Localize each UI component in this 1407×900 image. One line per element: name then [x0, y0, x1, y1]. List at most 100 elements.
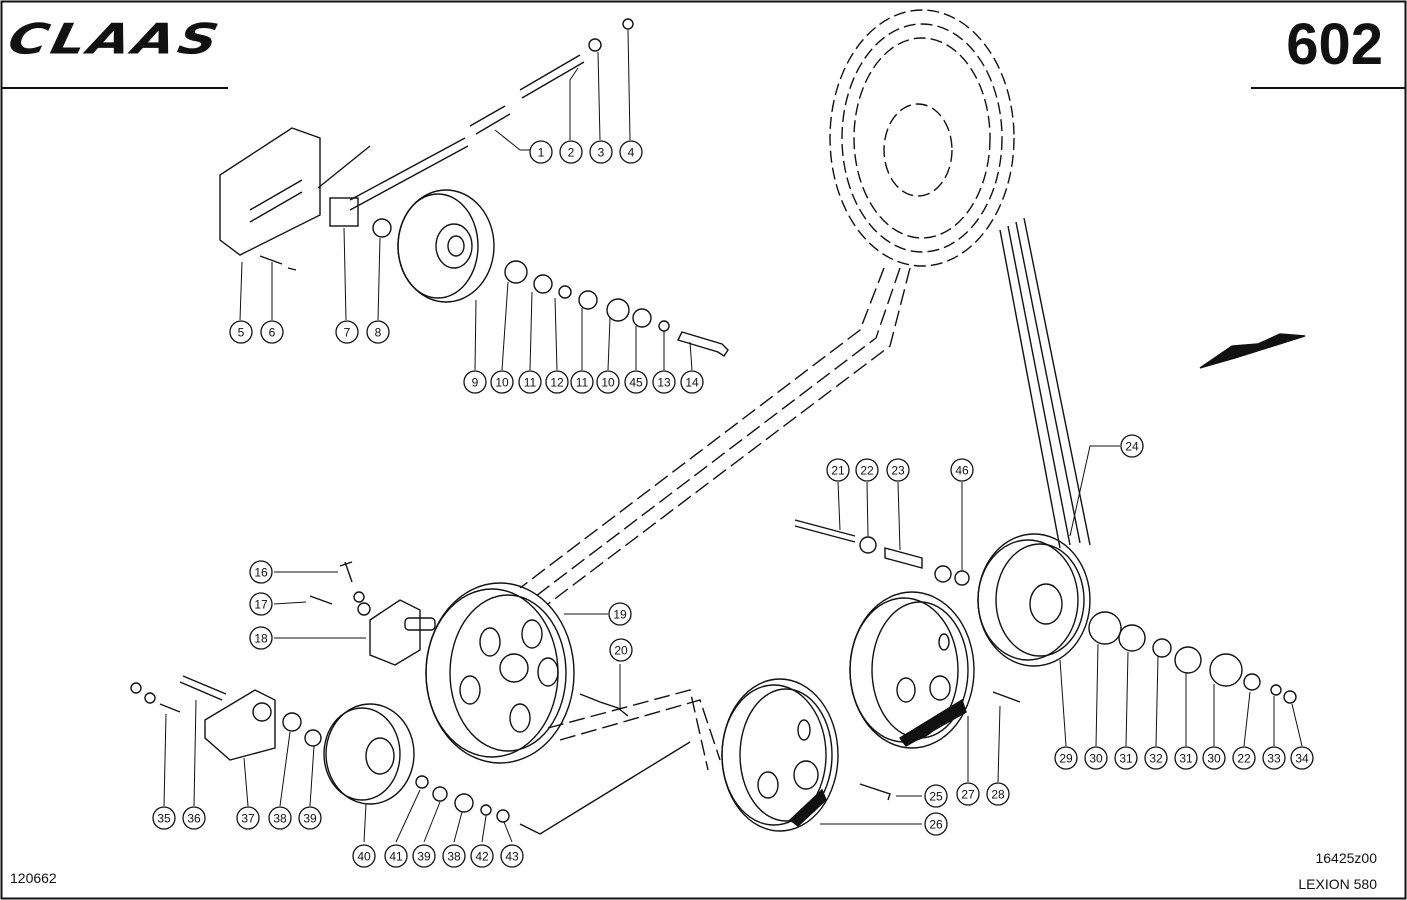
callout-label: 35 [157, 812, 171, 826]
callout-circle [236, 806, 260, 830]
callout-label: 1 [538, 146, 545, 160]
callout-circle [596, 370, 620, 394]
callout-label: 6 [269, 326, 276, 340]
callout-label: 33 [1267, 752, 1281, 766]
callout-label: 41 [389, 850, 403, 864]
callout-13: 13 [652, 370, 676, 394]
callout-label: 21 [831, 464, 845, 478]
callout-label: 24 [1125, 440, 1139, 454]
header-rule-left [2, 87, 228, 89]
callout-label: 39 [417, 850, 431, 864]
callout-label: 17 [254, 598, 268, 612]
idler-pulley-9 [397, 189, 495, 303]
callout-circle [855, 458, 879, 482]
callout-circle [412, 844, 436, 868]
callout-16: 16 [249, 560, 273, 584]
model-name: LEXION 580 [1298, 876, 1377, 892]
callout-circle [500, 844, 524, 868]
pulley-27 [849, 591, 975, 749]
callout-label: 3 [598, 146, 605, 160]
callout-label: 28 [991, 788, 1005, 802]
callout-36: 36 [182, 806, 206, 830]
spring-2 [519, 54, 585, 99]
callout-46: 46 [950, 458, 974, 482]
callout-label: 20 [614, 644, 628, 658]
callout-label: 16 [254, 566, 268, 580]
callout-circle [470, 844, 494, 868]
callout-label: 43 [505, 850, 519, 864]
callout-circle [950, 458, 974, 482]
callout-circle [249, 626, 273, 650]
callout-circle [1202, 746, 1226, 770]
callout-circle [335, 320, 359, 344]
callout-6: 6 [260, 320, 284, 344]
callout-label: 42 [475, 850, 489, 864]
callout-circle [1114, 746, 1138, 770]
callout-1: 1 [529, 140, 553, 164]
callout-circle [229, 320, 253, 344]
pulley-40 [323, 703, 415, 805]
callout-11: 11 [570, 370, 594, 394]
callout-34: 34 [1290, 746, 1314, 770]
hub-18 [369, 599, 421, 666]
callout-31: 31 [1114, 746, 1138, 770]
callout-label: 40 [357, 850, 371, 864]
callout-31: 31 [1174, 746, 1198, 770]
callout-label: 25 [929, 790, 943, 804]
callout-label: 12 [550, 376, 564, 390]
belt-24 [999, 217, 1091, 549]
callout-label: 8 [375, 326, 382, 340]
callout-22: 22 [1232, 746, 1256, 770]
callout-circle [886, 458, 910, 482]
callout-circle [1084, 746, 1108, 770]
figure-ref: 16425z00 [1315, 850, 1377, 866]
callout-label: 37 [241, 812, 255, 826]
callout-circle [298, 806, 322, 830]
callout-circle [559, 140, 583, 164]
callout-label: 22 [1237, 752, 1251, 766]
callout-label: 14 [685, 376, 699, 390]
nut-4 [622, 18, 634, 30]
callout-label: 26 [929, 818, 943, 832]
callout-circle [609, 638, 633, 662]
callout-label: 19 [613, 608, 627, 622]
callout-circle [826, 458, 850, 482]
callout-circle [529, 140, 553, 164]
callout-17: 17 [249, 592, 273, 616]
callout-circle [1144, 746, 1168, 770]
callout-circle [570, 370, 594, 394]
callout-circle [1120, 434, 1144, 458]
callout-label: 31 [1119, 752, 1133, 766]
callout-23: 23 [886, 458, 910, 482]
callout-37: 37 [236, 806, 260, 830]
bolt-21 [794, 519, 856, 543]
callout-42: 42 [470, 844, 494, 868]
callout-30: 30 [1202, 746, 1226, 770]
callout-26: 26 [924, 812, 948, 836]
callout-label: 10 [601, 376, 615, 390]
direction-arrow [1199, 333, 1306, 369]
callout-10: 10 [490, 370, 514, 394]
callout-circle [249, 560, 273, 584]
callout-45: 45 [624, 370, 648, 394]
callout-5: 5 [229, 320, 253, 344]
callout-label: 4 [628, 146, 635, 160]
bolt-14 [677, 331, 729, 357]
callout-circle [490, 370, 514, 394]
drive-belt-dashed [519, 267, 911, 771]
callout-circle [268, 806, 292, 830]
callout-label: 34 [1295, 752, 1309, 766]
washer-3 [588, 38, 602, 52]
callout-label: 5 [238, 326, 245, 340]
callout-11: 11 [518, 370, 542, 394]
spring-block-7 [329, 197, 359, 227]
callout-29: 29 [1054, 746, 1078, 770]
callout-circle [924, 784, 948, 808]
callout-label: 39 [303, 812, 317, 826]
callout-label: 30 [1089, 752, 1103, 766]
callout-label: 7 [344, 326, 351, 340]
callout-14: 14 [680, 370, 704, 394]
callout-label: 9 [472, 376, 479, 390]
callout-39: 39 [412, 844, 436, 868]
callout-10: 10 [596, 370, 620, 394]
